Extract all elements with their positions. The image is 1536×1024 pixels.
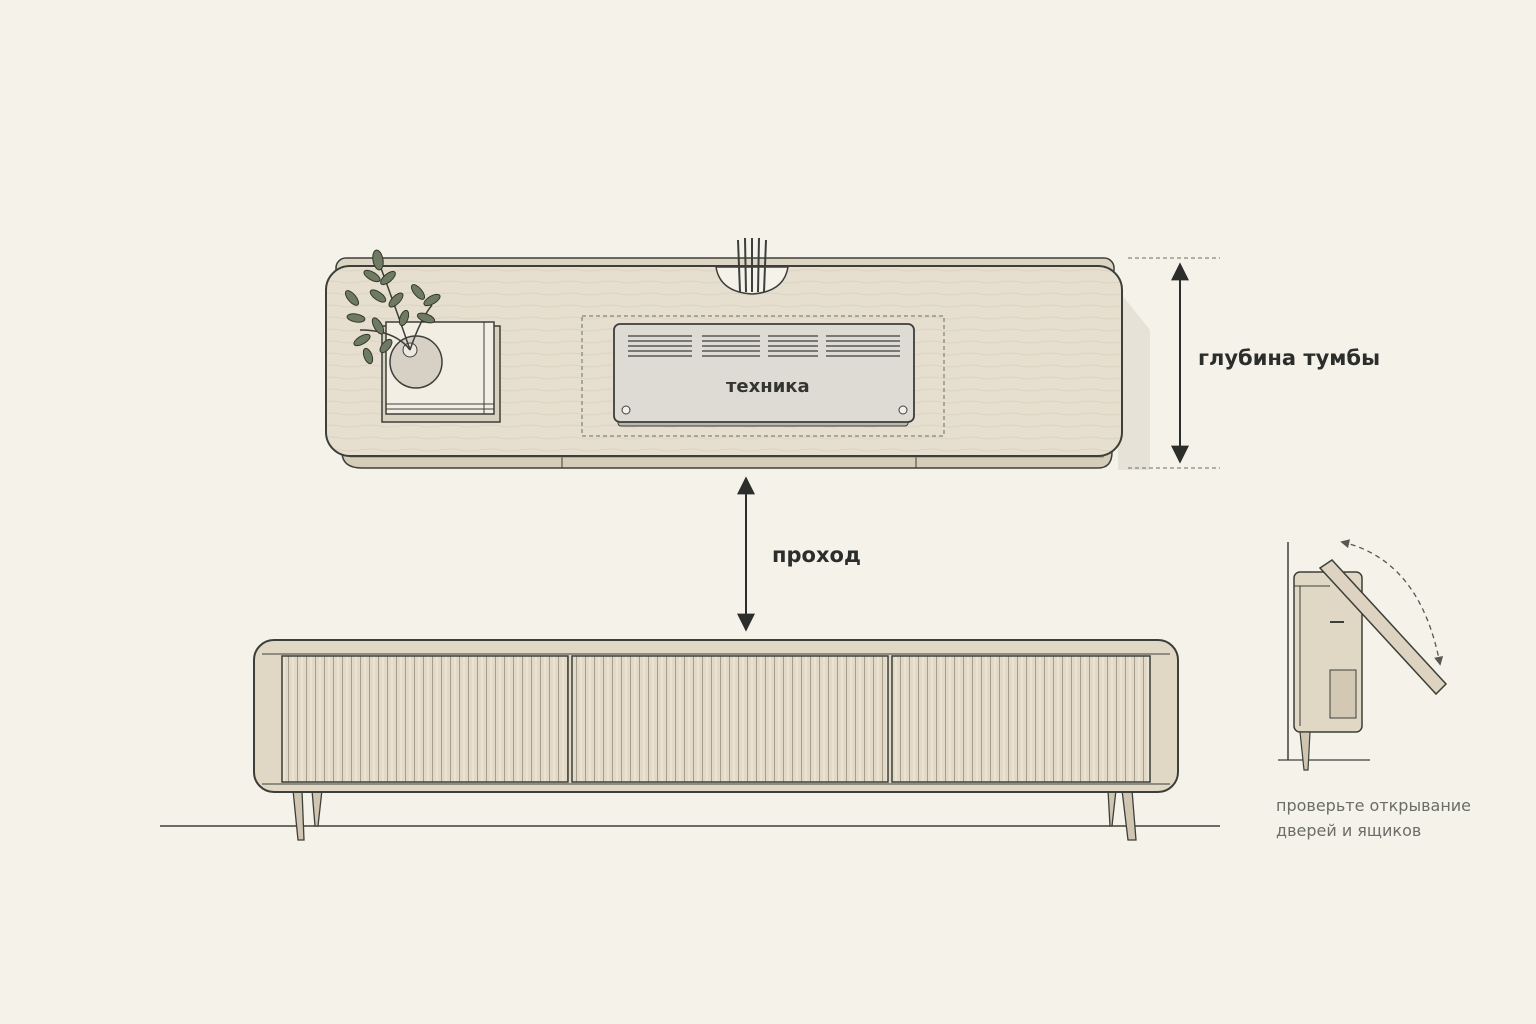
passage-label: проход	[772, 543, 861, 567]
depth-dimension	[1128, 257, 1220, 469]
cable-bundle-icon	[715, 237, 789, 295]
front-view-cabinet	[160, 639, 1220, 841]
note-line-1: проверьте открывание	[1276, 796, 1472, 815]
media-device-icon	[581, 315, 945, 437]
depth-label: глубина тумбы	[1198, 346, 1381, 370]
note-line-2: дверей и ящиков	[1276, 821, 1422, 840]
door-opening-section	[1278, 539, 1448, 771]
plant-vase-icon	[344, 249, 443, 389]
device-label: техника	[726, 376, 810, 397]
